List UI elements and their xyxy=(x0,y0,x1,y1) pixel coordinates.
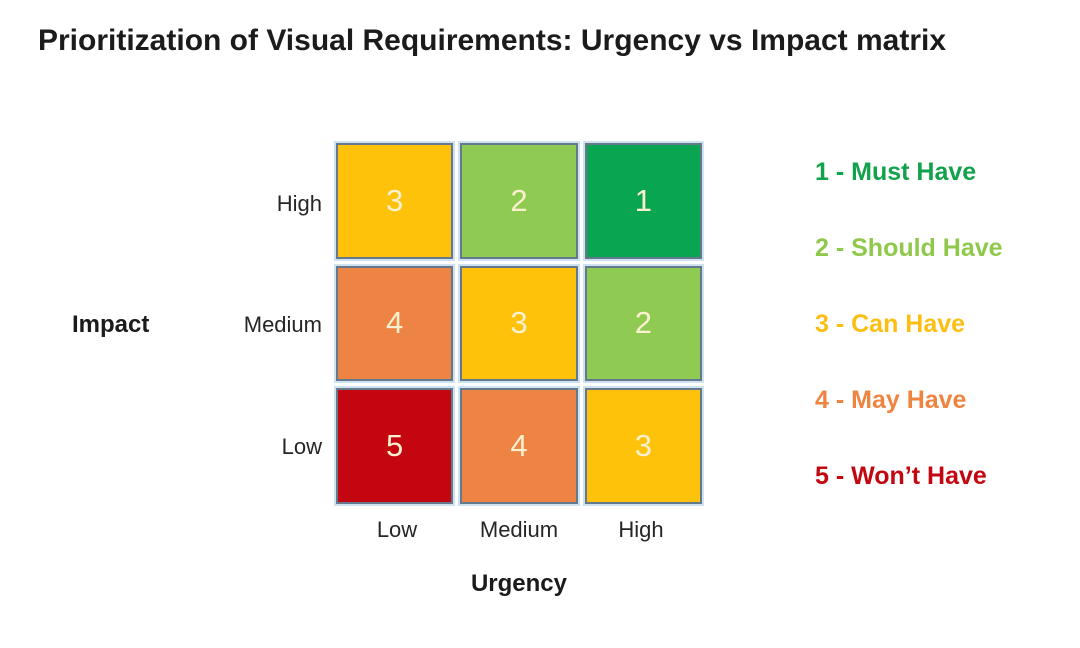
legend: 1 - Must Have 2 - Should Have 3 - Can Ha… xyxy=(815,158,1003,538)
column-labels: Low Medium High xyxy=(336,517,702,543)
matrix-cell-high-medium: 2 xyxy=(460,143,578,259)
legend-item-should-have: 2 - Should Have xyxy=(815,234,1003,262)
row-label-medium: Medium xyxy=(243,312,322,337)
col-label-high: High xyxy=(618,517,664,542)
matrix-cell-high-high: 1 xyxy=(584,143,702,259)
matrix-cell-medium-low: 4 xyxy=(336,265,454,382)
urgency-axis-label: Urgency xyxy=(470,570,568,597)
row-label-low: Low xyxy=(281,434,322,459)
legend-item-must-have: 1 - Must Have xyxy=(815,158,977,186)
col-label-low: Low xyxy=(376,517,418,542)
col-label-medium: Medium xyxy=(479,517,559,542)
page-title: Prioritization of Visual Requirements: U… xyxy=(38,24,947,57)
matrix-cell-low-low: 5 xyxy=(336,388,454,504)
priority-matrix: 3 2 1 4 3 2 5 4 3 xyxy=(336,143,702,504)
matrix-cell-medium-high: 2 xyxy=(584,265,702,382)
matrix-cell-low-medium: 4 xyxy=(460,388,578,504)
legend-item-may-have: 4 - May Have xyxy=(815,386,967,414)
row-label-high: High xyxy=(276,191,322,216)
impact-axis-label: Impact xyxy=(72,311,150,338)
matrix-cell-high-low: 3 xyxy=(336,143,454,259)
matrix-cell-low-high: 3 xyxy=(584,388,702,504)
legend-item-can-have: 3 - Can Have xyxy=(815,310,966,338)
legend-item-wont-have: 5 - Won’t Have xyxy=(815,462,987,490)
matrix-cell-medium-medium: 3 xyxy=(460,265,578,382)
